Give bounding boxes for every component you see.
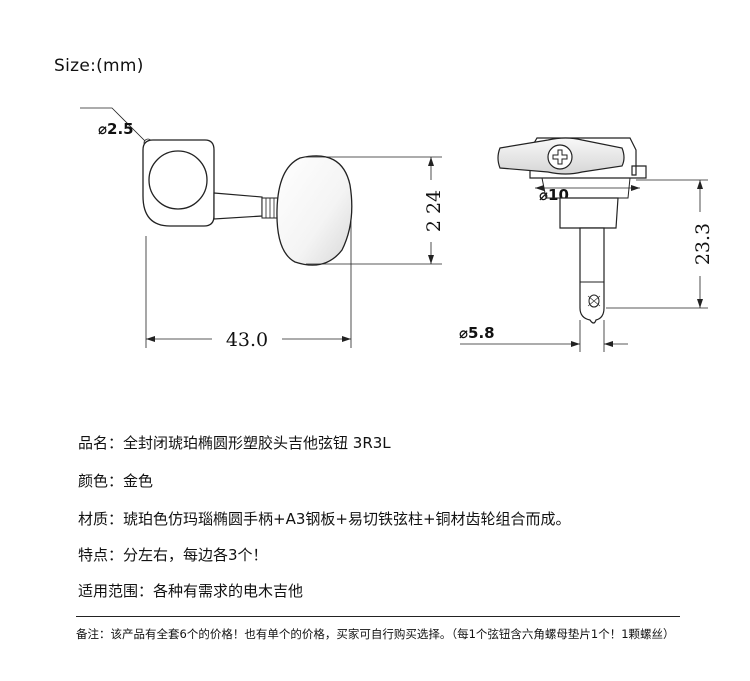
spec-product-name: 品名：全封闭琥珀椭圆形塑胶头吉他弦钮 3R3L bbox=[78, 434, 391, 452]
tuner-dimension-diagram: ⌀2.5 2 24 43.0 bbox=[80, 107, 714, 352]
tuner-shaft bbox=[213, 192, 263, 220]
screw-head bbox=[547, 144, 573, 170]
length-dimension-label: 43.0 bbox=[226, 329, 268, 351]
post-length-label: 23.3 bbox=[692, 223, 714, 265]
string-post bbox=[579, 227, 605, 324]
side-view: ⌀2.5 2 24 43.0 bbox=[80, 107, 445, 351]
spec-application: 适用范围：各种有需求的电木吉他 bbox=[78, 582, 304, 600]
spec-material: 材质：琥珀色仿玛瑙椭圆手柄+A3钢板+易切铁弦柱+铜材齿轮组合而成。 bbox=[78, 510, 571, 528]
spec-feature: 特点：分左右，每边各3个！ bbox=[78, 546, 268, 564]
size-title: Size:(mm) bbox=[54, 56, 144, 76]
front-bushing bbox=[541, 177, 631, 199]
note-text: 备注：该产品有全套6个的价格！也有单个的价格，买家可自行购买选择。（每1个弦钮含… bbox=[76, 627, 675, 641]
front-view: ⌀10 23.3 ⌀5.8 bbox=[459, 137, 714, 352]
spec-color: 颜色：金色 bbox=[78, 472, 154, 490]
tuner-gear-hole bbox=[148, 150, 208, 210]
height-dimension-label: 2 24 bbox=[423, 190, 445, 232]
post-diameter-label: ⌀5.8 bbox=[459, 324, 495, 342]
divider bbox=[76, 616, 680, 617]
oval-knob bbox=[276, 155, 353, 266]
hole-diameter-label: ⌀2.5 bbox=[98, 120, 134, 138]
